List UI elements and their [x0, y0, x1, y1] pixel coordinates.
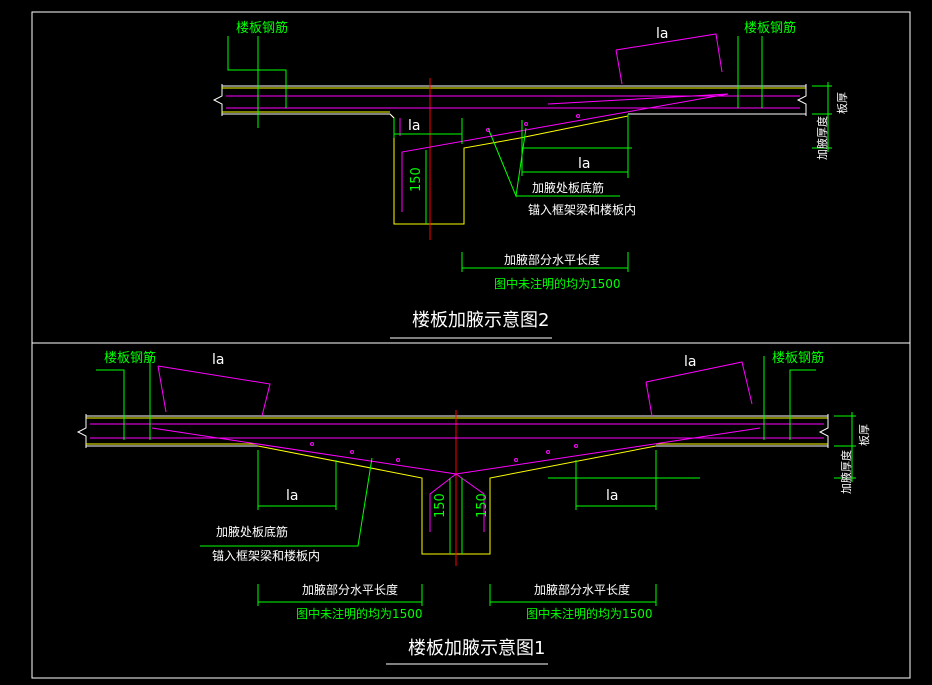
bar-dot [350, 450, 354, 454]
haunch-thickness-label: 加腋厚度 [815, 116, 829, 160]
la-top-left-ext [157, 365, 167, 413]
diagram-1: 楼板钢筋 楼板钢筋 la la la la 150 150 加腋处板底筋 锚入框… [76, 350, 871, 665]
break-symbol-left [212, 84, 223, 116]
la-top-leader-left [615, 49, 623, 85]
haunch-bottom-bar [401, 93, 729, 212]
la-top-left-label: la [212, 352, 224, 368]
length-right-label: 加腋部分水平长度 [534, 582, 630, 597]
haunch-bar-anchors [429, 473, 485, 532]
dim-150-label: 150 [409, 167, 424, 192]
slab-thickness-label: 板厚 [857, 424, 871, 446]
slab-thickness-label: 板厚 [835, 92, 849, 114]
slab-rebar-right-label: 楼板钢筋 [744, 20, 796, 36]
length-left-label: 加腋部分水平长度 [302, 582, 398, 597]
length-right-note: 图中未注明的均为1500 [526, 606, 653, 621]
bottom-bar-label-2: 锚入框架梁和楼板内 [212, 548, 320, 563]
la-top-right-ext [645, 381, 653, 417]
break-symbol-right [796, 84, 807, 116]
dim-150-left-label: 150 [433, 493, 448, 518]
diagram-2-title: 楼板加腋示意图2 [412, 310, 549, 331]
dim-150-right-label: 150 [475, 493, 490, 518]
break-symbol-left [76, 414, 87, 448]
bar-dot [396, 458, 400, 462]
slab-rebar-left-leader [227, 36, 287, 108]
la-top-right-label: la [684, 354, 696, 370]
break-symbol-right [818, 414, 829, 448]
diagram-1-title: 楼板加腋示意图1 [408, 638, 545, 659]
diagram-2: 楼板钢筋 楼板钢筋 la la la 150 加腋处板底筋 锚入框架梁和楼板内 … [212, 20, 849, 339]
bar-dot [310, 442, 314, 446]
bottom-bar-label-2: 锚入框架梁和楼板内 [528, 202, 636, 217]
la-top-dim [615, 33, 723, 73]
bar-dot [524, 122, 528, 126]
beam-corner [389, 113, 395, 119]
slab-rebar-left-label: 楼板钢筋 [236, 20, 288, 36]
slab-rebar-left-label: 楼板钢筋 [104, 350, 156, 366]
length-left-note: 图中未注明的均为1500 [296, 606, 423, 621]
bar-dot [546, 450, 550, 454]
length-label: 加腋部分水平长度 [504, 252, 600, 267]
beam-haunch-outline [257, 445, 657, 555]
bottom-bar-leader [200, 457, 373, 547]
frame-top [31, 11, 911, 344]
la-top-right-dim [645, 361, 753, 405]
slab-rebar-left-leader [96, 369, 125, 440]
bar-dot [576, 114, 580, 118]
la-bottom-left-label: la [286, 488, 298, 504]
bar-dot [574, 444, 578, 448]
slab-rebar-right-leader [789, 369, 816, 440]
frame-bottom [31, 342, 911, 679]
la-top-label: la [656, 26, 668, 42]
length-note: 图中未注明的均为1500 [494, 276, 621, 291]
bottom-bar-label-1: 加腋处板底筋 [532, 180, 604, 195]
slab-rebar-right-label: 楼板钢筋 [772, 350, 824, 366]
la-top-left-dim [157, 365, 271, 417]
bar-dot [514, 458, 518, 462]
bottom-bar-label-1: 加腋处板底筋 [216, 524, 288, 539]
bar-dot [486, 128, 490, 132]
haunch-bar-right-end [547, 93, 729, 105]
la-right-label: la [578, 156, 590, 172]
haunch-thickness-label: 加腋厚度 [839, 450, 853, 494]
la-bottom-right-label: la [606, 488, 618, 504]
la-left-label: la [408, 118, 420, 134]
